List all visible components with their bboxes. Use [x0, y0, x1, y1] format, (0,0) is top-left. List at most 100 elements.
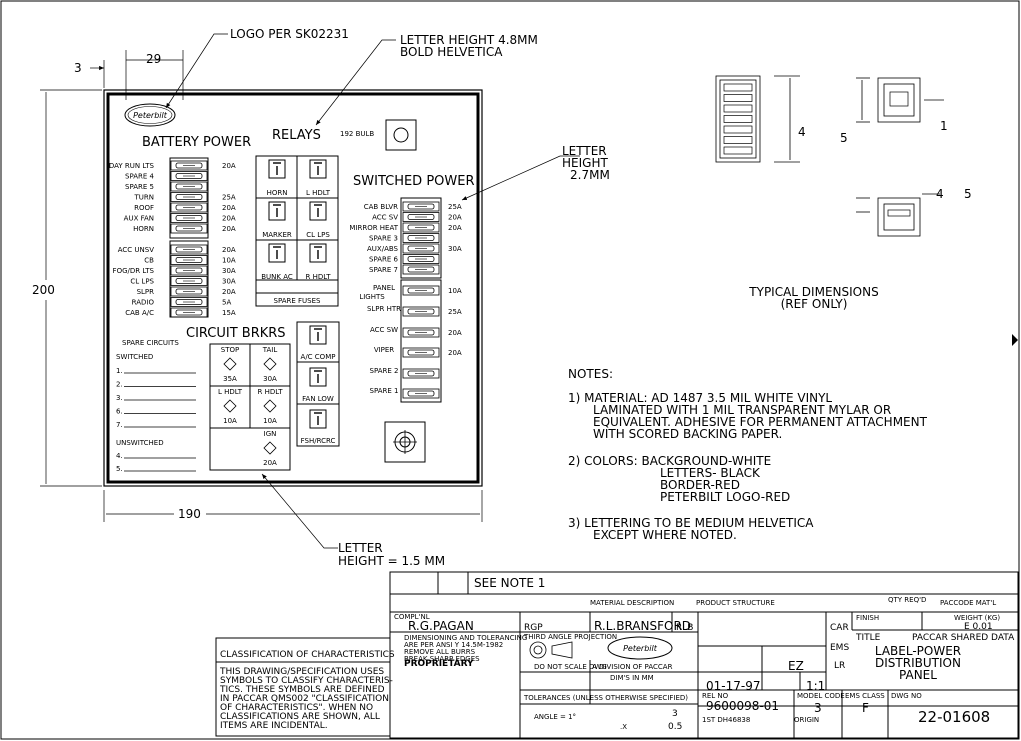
typical-fuse-icon — [723, 146, 753, 155]
dim-3: 3 — [74, 61, 82, 75]
typical-detail — [715, 75, 944, 237]
switched-fuse-amp: 20A — [448, 349, 462, 357]
typical-relay-icon — [889, 91, 909, 107]
paccar-shared: PACCAR SHARED DATA — [912, 633, 1015, 643]
battery-fuse-name: CAB A/C — [125, 309, 154, 317]
relay-label: MARKER — [262, 231, 292, 239]
switched-fuse-name: SPARE 6 — [369, 256, 399, 264]
breaker-amp: 30A — [263, 375, 277, 383]
mfg-name: R.L.BRANSFORD — [594, 619, 691, 633]
switched-fuse-name: AUX/ABS — [367, 245, 399, 253]
relay-label: A/C COMP — [301, 353, 336, 361]
battery-fuse-amp: 20A — [222, 246, 236, 254]
title-line1: LABEL-POWER — [875, 644, 961, 658]
relay-icon — [309, 325, 327, 345]
callout-letter-height-1b: BOLD HELVETICA — [400, 45, 503, 59]
switched-fuse-icon — [402, 201, 440, 212]
battery-fuse-amp: 20A — [222, 204, 236, 212]
ems-class: F — [862, 701, 869, 715]
breaker-icon — [263, 441, 277, 455]
switched-label: SWITCHED — [116, 353, 153, 361]
battery-fuse-icon — [170, 223, 208, 234]
callout-logo: LOGO PER SK02231 — [230, 27, 349, 41]
relay-label: HORN — [267, 189, 288, 197]
third-angle: THIRD ANGLE PROJECTION — [523, 633, 617, 641]
callout-letter-2c: 2.7MM — [570, 168, 610, 182]
peterbilt-logo-titleblock: Peterbilt — [607, 636, 673, 660]
breaker-icon — [263, 357, 277, 371]
switched-fuse-name: SPARE 3 — [369, 235, 398, 243]
right-relay-block — [296, 321, 340, 447]
typical-dim-subtitle: (REF ONLY) — [781, 297, 848, 311]
breaker-name: IGN — [264, 430, 277, 438]
battery-fuse-amp: 20A — [222, 225, 236, 233]
relay-icon — [268, 243, 286, 263]
dim-29: 29 — [146, 52, 161, 66]
battery-fuse-amp: 20A — [222, 215, 236, 223]
tol-val1: 3 — [672, 709, 678, 719]
do-not-scale: DO NOT SCALE DWG — [534, 663, 607, 671]
tb-small-note: DIMENSIONING AND TOLERANCING — [404, 634, 527, 642]
battery-power-heading: BATTERY POWER — [142, 135, 251, 150]
breaker-name: STOP — [221, 346, 239, 354]
spare-circuit-number: 7. — [116, 421, 123, 429]
breaker-amp: 10A — [223, 417, 237, 425]
classification-line: SYMBOLS TO CLASSIFY CHARACTERIS- — [220, 676, 393, 686]
spare-circuits-label: SPARE CIRCUITS — [122, 339, 179, 347]
typical-fuse-icon — [887, 209, 911, 217]
battery-fuse-icon — [170, 192, 208, 202]
switched-fuse-name: LIGHTS — [359, 293, 385, 301]
ems-class-label: EMS CLASS — [845, 692, 885, 700]
typical-dim-title: TYPICAL DIMENSIONS — [748, 285, 878, 299]
battery-fuse-icon — [170, 244, 208, 255]
spare-circuit-number: 3. — [116, 394, 123, 402]
battery-fuse-amp: 30A — [222, 278, 236, 286]
dim-190: 190 — [178, 507, 201, 521]
spare-fuses-label: SPARE FUSES — [274, 297, 322, 305]
drawing-scale: 1:1 — [806, 679, 825, 693]
init-mfg: RLB — [676, 623, 693, 633]
product-structure: PRODUCT STRUCTURE — [696, 599, 775, 607]
battery-fuse-icon — [170, 181, 208, 192]
relay-icon — [309, 367, 327, 387]
battery-fuse-name: RADIO — [132, 299, 155, 307]
title-line3: PANEL — [899, 668, 937, 682]
battery-fuse-icon — [170, 202, 208, 213]
switched-fuse-name: MIRROR HEAT — [349, 224, 398, 232]
relay-block — [255, 155, 339, 307]
breaker-amp: 10A — [263, 417, 277, 425]
switched-fuse-name: SPARE 1 — [370, 387, 399, 395]
battery-fuse-name: CL LPS — [130, 278, 154, 286]
circuit-brkrs-heading: CIRCUIT BRKRS — [186, 326, 286, 341]
battery-fuse-name: HORN — [133, 225, 154, 233]
callout-letter-height-1: LETTER HEIGHT 4.8MM — [400, 33, 538, 47]
switched-fuse-icon — [402, 254, 440, 264]
compl-label: COMPL'NL — [394, 613, 430, 621]
note-2c: BORDER-RED — [660, 478, 740, 492]
typical-fuse-icon — [723, 104, 753, 113]
switched-fuse-block-2 — [400, 279, 442, 403]
typical-dim-4: 4 — [798, 125, 806, 139]
peterbilt-logo: Peterbilt — [124, 103, 176, 127]
model-code: 3 — [814, 701, 822, 715]
bulb-socket — [385, 119, 417, 151]
tol-x: .X — [620, 723, 627, 731]
init-drawn: RGP — [524, 623, 543, 633]
weight-label: WEIGHT (KG) — [954, 614, 1000, 622]
callout-letter-2b: HEIGHT — [562, 156, 608, 170]
typical-fuse-icon — [723, 94, 753, 102]
classification-line: THIS DRAWING/SPECIFICATION USES — [219, 667, 384, 677]
typical-fuse-icon — [723, 136, 753, 144]
switched-fuse-icon — [402, 347, 440, 358]
relay-icon — [268, 201, 286, 221]
switched-fuse-name: ACC SW — [370, 326, 398, 334]
relay-label: FSH/RCRC — [301, 437, 336, 445]
battery-fuse-amp: 20A — [222, 162, 236, 170]
weight-value: E 0.01 — [964, 622, 993, 632]
title-line2: DISTRIBUTION — [875, 656, 961, 670]
classification-title: CLASSIFICATION OF CHARACTERISTICS — [220, 650, 395, 660]
switched-fuse-name: PANEL — [373, 284, 395, 292]
spare-circuit-lines: 1.2.3.6.7.4.5. — [116, 367, 196, 473]
